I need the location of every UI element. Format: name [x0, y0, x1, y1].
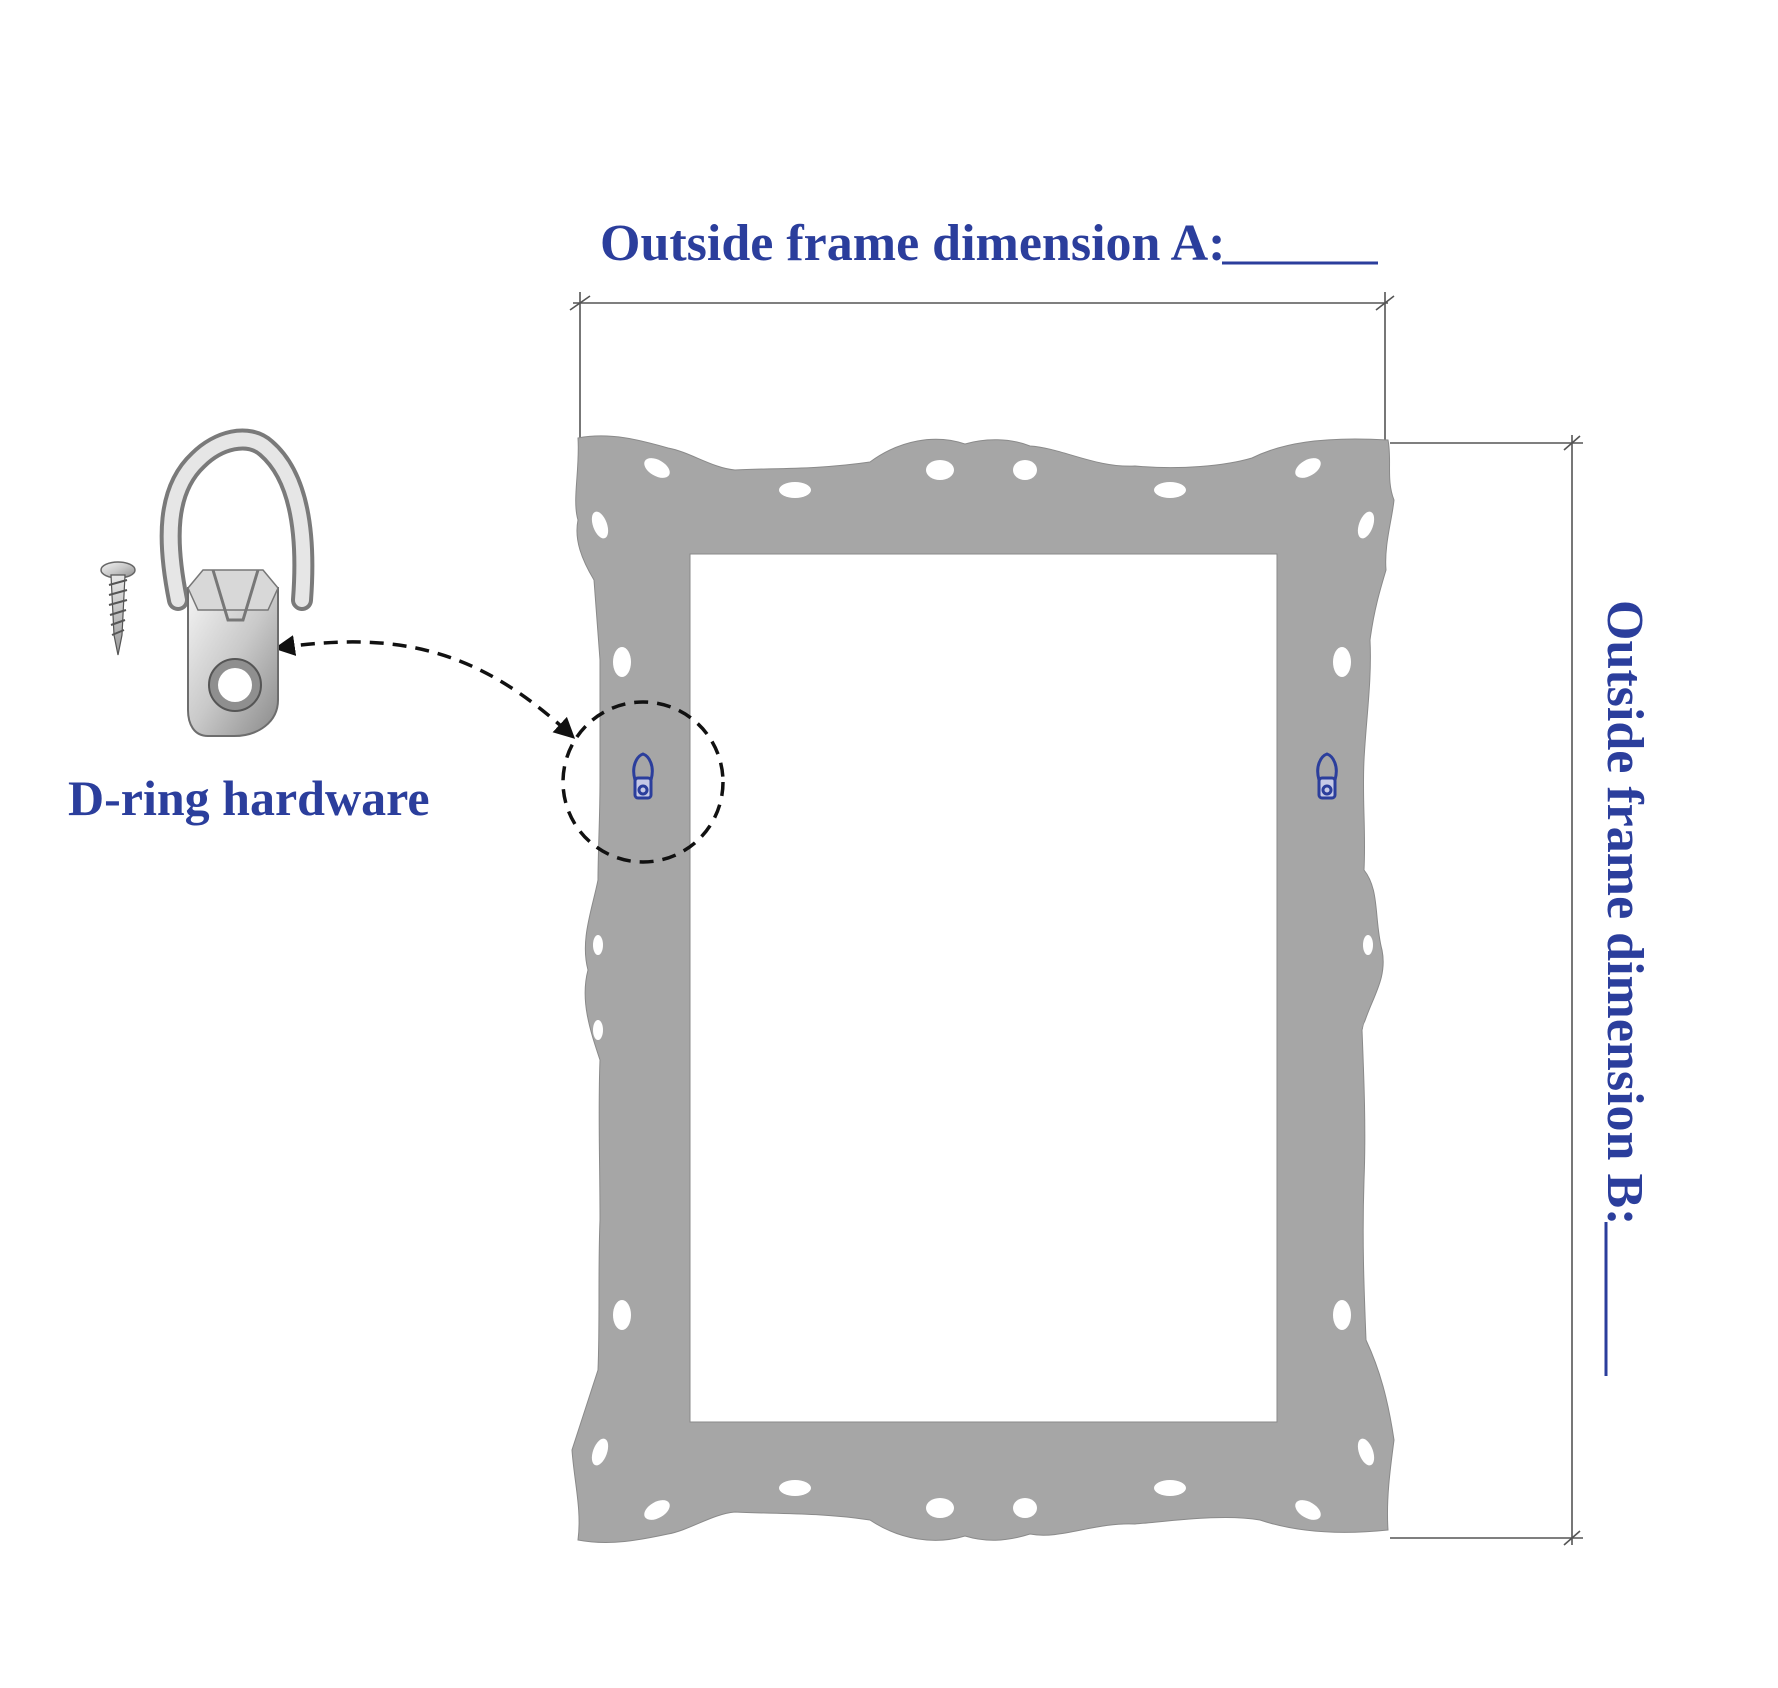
d-ring-icon: [1316, 752, 1338, 800]
connector-arrow: [273, 635, 576, 739]
ornate-frame: [571, 435, 1395, 1543]
d-ring-hardware-label: D-ring hardware: [68, 770, 430, 826]
dimension-a-line: [569, 292, 1395, 440]
screw-icon: [100, 561, 136, 656]
dimension-a-label: Outside frame dimension A:: [600, 215, 1225, 272]
d-ring-icon: [632, 752, 654, 800]
dimension-b-line: [1390, 435, 1583, 1546]
dimension-b-label: Outside frame dimension B:: [1596, 600, 1653, 1225]
d-ring-hardware-icon: [159, 428, 315, 737]
highlight-circle: [561, 700, 725, 864]
